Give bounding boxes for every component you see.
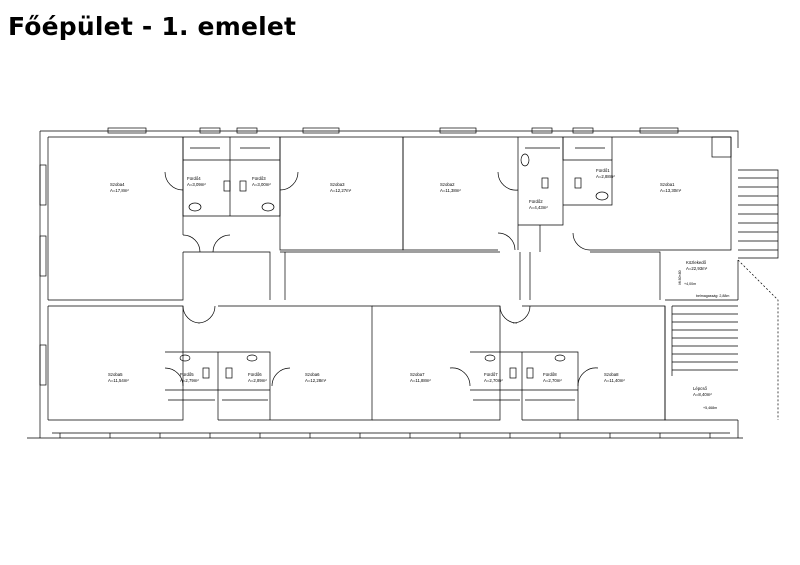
wall-bath-block-bottom [165, 351, 271, 420]
room-area: A=2,70m² [484, 378, 503, 383]
room-area: A=4,43m² [529, 205, 548, 210]
window [302, 127, 340, 134]
level-marker: +5,468m [703, 406, 717, 410]
shower [168, 147, 605, 401]
room-area: A=2,70m² [543, 378, 562, 383]
sink-icon [595, 191, 609, 201]
toilet-icon [520, 153, 530, 167]
room-name: Szoba3 [330, 182, 345, 187]
room-name: Fürdő1 [596, 168, 610, 173]
room-name: Fürdő4 [187, 176, 201, 181]
room-area: A=17,8m² [110, 188, 129, 193]
room-area: A=12,27m² [330, 188, 352, 193]
room-name: Fürdő7 [484, 372, 498, 377]
room-area: A=2,79m² [180, 378, 199, 383]
annotations: +4,00m belmagasság: 2,88m +5,468m lift 8… [678, 270, 729, 410]
balcony [27, 432, 743, 439]
wall-stair [664, 299, 738, 421]
outer-wall-left [39, 131, 49, 438]
toilet-icon [225, 367, 233, 379]
sink-icon [261, 202, 275, 212]
room-area: A=8,40m² [693, 392, 712, 397]
wall-szoba8 [522, 305, 666, 421]
toilet-icon [574, 177, 582, 189]
window [572, 127, 594, 134]
room-name: Fürdő6 [248, 372, 262, 377]
room-area: A=22,93m² [686, 266, 708, 271]
outer-wall [40, 130, 739, 438]
room-name: Szoba5 [108, 372, 123, 377]
window [236, 127, 258, 134]
room-name: Fürdő2 [529, 199, 543, 204]
room-name: Szoba4 [110, 182, 125, 187]
window [199, 127, 221, 134]
wall-szoba4 [48, 137, 184, 301]
stair-inner [671, 305, 738, 376]
toilet-icon [541, 177, 549, 189]
ceiling-height: belmagasság: 2,88m [696, 294, 729, 298]
wall-szoba1 [590, 137, 732, 251]
room-name: Fürdő8 [543, 372, 557, 377]
room-name: Lépcső [693, 386, 707, 391]
bath-door-arc [164, 171, 599, 387]
window [39, 235, 47, 277]
wall-bath2 [517, 137, 564, 252]
wall-szoba2 [402, 137, 498, 251]
room-labels: Szoba4 A=17,8m² Fürdő4 A=3,09m² Fürdő3 A… [108, 168, 712, 397]
wall-szoba3 [279, 137, 404, 251]
sink-icon [484, 354, 496, 362]
toilet-icon [509, 367, 517, 379]
sink-icon [554, 354, 566, 362]
room-area: A=3,00m² [252, 182, 271, 187]
wall-bath-block-bottom2 [470, 351, 579, 420]
room-area: A=11,38m² [440, 188, 461, 193]
room-name: Közlekedő [686, 260, 707, 265]
plan-lines [27, 127, 779, 439]
window [639, 127, 679, 134]
page-title: Főépület - 1. emelet [8, 12, 297, 41]
wall-szoba7 [372, 305, 501, 421]
wall-szoba5 [48, 305, 184, 421]
stair-outer [737, 259, 779, 420]
room-area: A=3,09m² [187, 182, 206, 187]
room-area: A=11,40m² [604, 378, 625, 383]
room-name: Szoba6 [305, 372, 320, 377]
toilet-icon [239, 180, 247, 192]
sink-icon [246, 354, 258, 362]
window [39, 164, 47, 206]
window [531, 127, 553, 134]
toilet-icon [202, 367, 210, 379]
stair-label: lift 80×80 [678, 270, 682, 285]
room-name: Szoba8 [604, 372, 619, 377]
room-area: A=12,28m² [305, 378, 327, 383]
room-name: Szoba7 [410, 372, 425, 377]
door-arc [182, 232, 591, 324]
wall-szoba6 [218, 305, 373, 421]
toilet-icon [526, 367, 534, 379]
room-area: A=11,54m² [108, 378, 129, 383]
room-name: Fürdő5 [180, 372, 194, 377]
sink-icon [188, 202, 202, 212]
room-area: A=2,88m² [596, 174, 615, 179]
sink-icon [179, 354, 191, 362]
toilet-icon [223, 180, 231, 192]
window [439, 127, 477, 134]
column [711, 136, 732, 158]
room-name: Szoba2 [440, 182, 455, 187]
room-area: A=11,88m² [410, 378, 431, 383]
corridor [183, 251, 661, 300]
window [107, 127, 147, 134]
balcony-ticks [59, 433, 711, 438]
window [39, 344, 47, 386]
stair-treads [738, 169, 779, 259]
room-area: A=13,30m² [660, 188, 682, 193]
room-name: Szoba1 [660, 182, 675, 187]
level-marker: +4,00m [684, 282, 696, 286]
room-name: Fürdő3 [252, 176, 266, 181]
room-area: A=2,89m² [248, 378, 267, 383]
